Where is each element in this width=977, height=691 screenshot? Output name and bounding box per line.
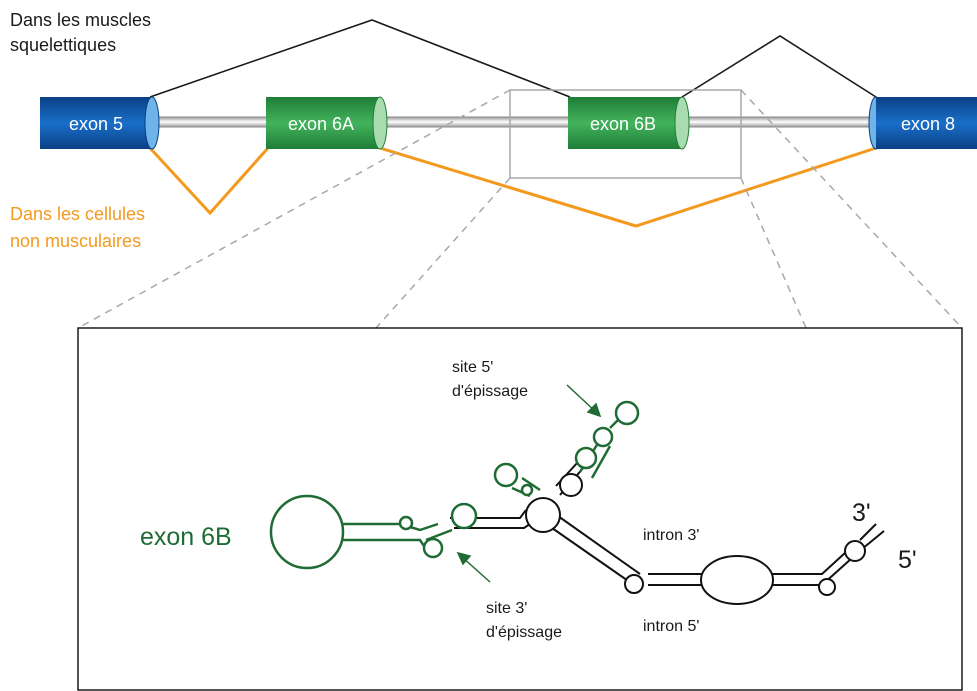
detail-panel — [77, 327, 963, 691]
muscle-label-line1: Dans les muscles — [10, 10, 151, 30]
site5-label-line2: d'épissage — [452, 383, 528, 400]
exon-8-label: exon 8 — [901, 114, 955, 134]
exon-5-label: exon 5 — [69, 114, 123, 134]
exon-6b-label: exon 6B — [590, 114, 656, 134]
muscle-label-line2: squelettiques — [10, 35, 116, 55]
exon-6a-label: exon 6A — [288, 114, 354, 134]
exon-6a — [266, 96, 388, 150]
muscle-splicing-path — [149, 19, 571, 98]
muscle-splicing-path-2 — [681, 35, 877, 98]
end3-label: 3' — [852, 499, 871, 527]
zoom-selection-box — [509, 89, 742, 179]
exon-5 — [40, 96, 160, 150]
exon-6b — [568, 96, 690, 150]
zoom-lines — [77, 89, 963, 329]
detail-exon-label: exon 6B — [140, 523, 232, 551]
rna-structure-intron — [450, 459, 885, 605]
nonmuscle-splicing-path — [148, 146, 270, 216]
exon-8 — [868, 96, 977, 150]
rna-structure-exon — [269, 400, 640, 570]
splice-site-arrows — [456, 384, 602, 583]
nonmuscle-label-line1: Dans les cellules — [10, 204, 145, 224]
nonmuscle-label-line2: non musculaires — [10, 231, 141, 251]
intron5-label: intron 5' — [643, 618, 699, 635]
end5-label: 5' — [898, 546, 917, 574]
nonmuscle-splicing-path-2 — [379, 146, 877, 228]
site3-label-line1: site 3' — [486, 600, 527, 617]
site3-label-line2: d'épissage — [486, 624, 562, 641]
intron3-label: intron 3' — [643, 527, 699, 544]
site5-label-line1: site 5' — [452, 359, 493, 376]
